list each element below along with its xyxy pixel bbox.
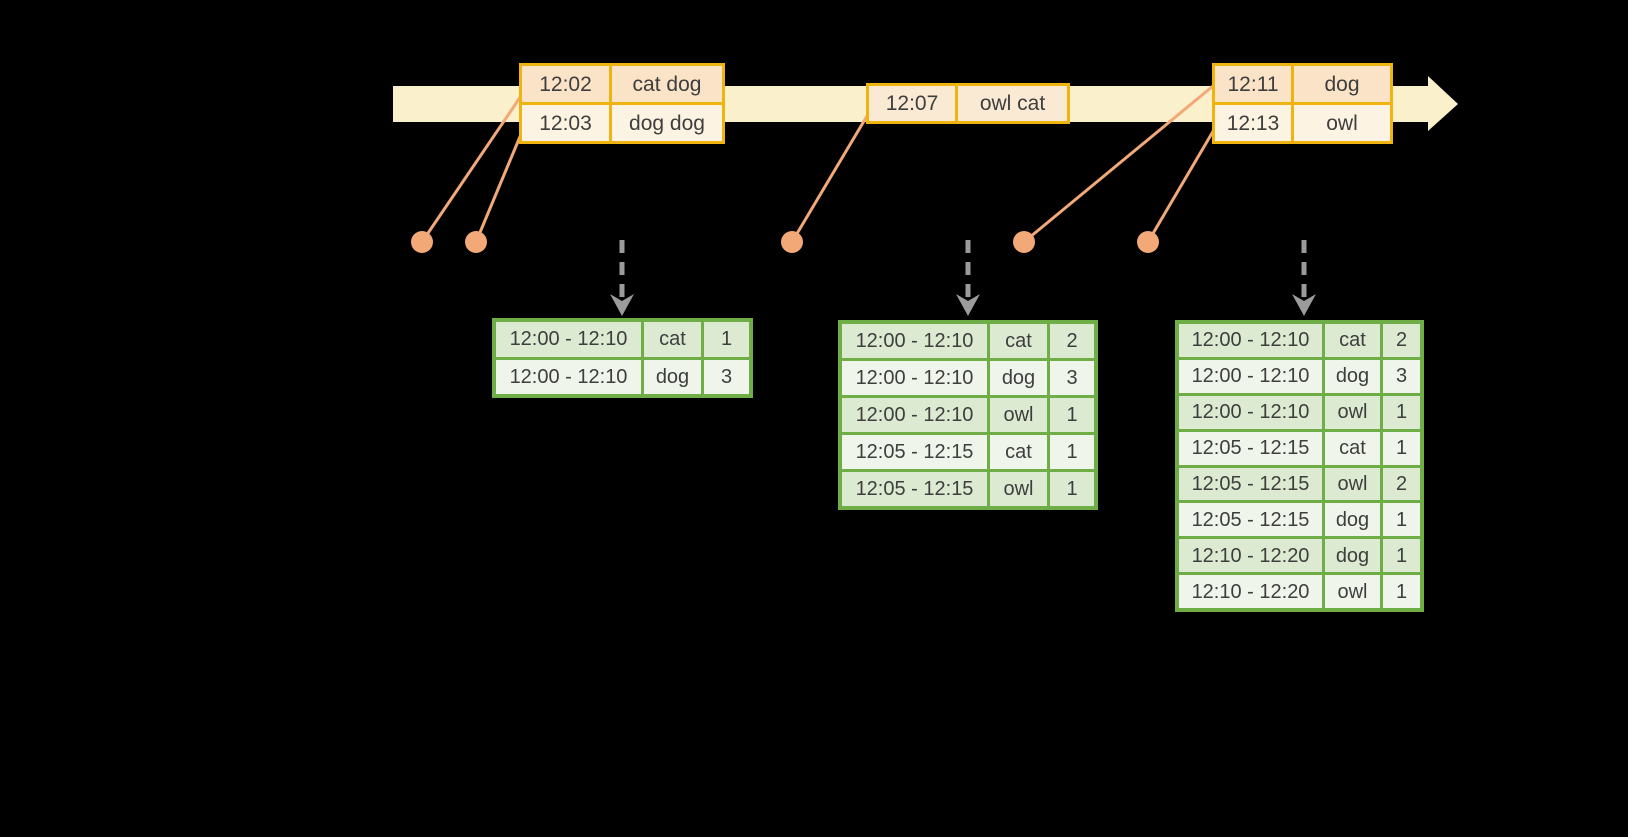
window-cell: 12:00 - 12:10 (842, 324, 987, 358)
count-cell: 3 (1383, 359, 1420, 393)
event-dot (1137, 231, 1159, 253)
window-cell: 12:00 - 12:10 (496, 322, 641, 357)
event-words: dog dog (612, 105, 722, 141)
word-cell: cat (990, 324, 1047, 358)
window-cell: 12:05 - 12:15 (842, 435, 987, 469)
word-cell: dog (1325, 503, 1380, 537)
event-words: owl cat (958, 86, 1067, 121)
word-cell: owl (1325, 467, 1380, 501)
arrow-down-icon (956, 294, 980, 316)
window-cell: 12:00 - 12:10 (1179, 359, 1322, 393)
word-cell: cat (1325, 324, 1380, 357)
word-cell: dog (1325, 539, 1380, 573)
arrow-down-icon (610, 294, 634, 316)
count-cell: 2 (1383, 467, 1420, 501)
window-cell: 12:00 - 12:10 (842, 361, 987, 395)
count-cell: 2 (1383, 324, 1420, 357)
event-dot (1013, 231, 1035, 253)
event-time: 12:02 (522, 66, 609, 102)
trigger-arrows (610, 240, 1316, 316)
event-connector-lines (420, 84, 1217, 244)
window-cell: 12:05 - 12:15 (1179, 503, 1322, 537)
event-words: owl (1294, 105, 1390, 141)
event-words: cat dog (612, 66, 722, 102)
result-table-1: 12:00 - 12:10 cat 1 12:00 - 12:10 dog 3 (492, 318, 753, 398)
count-cell: 1 (1050, 435, 1094, 469)
window-cell: 12:05 - 12:15 (1179, 431, 1322, 465)
word-cell: dog (990, 361, 1047, 395)
event-words: dog (1294, 66, 1390, 102)
word-cell: cat (1325, 431, 1380, 465)
count-cell: 1 (1383, 503, 1420, 537)
count-cell: 1 (1383, 539, 1420, 573)
window-cell: 12:00 - 12:10 (496, 359, 641, 394)
event-box-1202-1203: 12:02 cat dog 12:03 dog dog (519, 63, 725, 144)
word-cell: owl (1325, 395, 1380, 429)
event-box-1207: 12:07 owl cat (866, 83, 1070, 124)
window-cell: 12:00 - 12:10 (842, 398, 987, 432)
arrow-down-icon (1292, 294, 1316, 316)
count-cell: 3 (704, 359, 749, 394)
count-cell: 1 (1050, 472, 1094, 506)
result-table-2: 12:00 - 12:10 cat 2 12:00 - 12:10 dog 3 … (838, 320, 1098, 510)
count-cell: 3 (1050, 361, 1094, 395)
word-cell: dog (644, 359, 701, 394)
window-cell: 12:05 - 12:15 (1179, 467, 1322, 501)
window-cell: 12:10 - 12:20 (1179, 575, 1322, 608)
event-dot (465, 231, 487, 253)
connector-line (1023, 84, 1214, 244)
event-dot (411, 231, 433, 253)
word-cell: dog (1325, 359, 1380, 393)
event-time: 12:03 (522, 105, 609, 141)
count-cell: 1 (1050, 398, 1094, 432)
word-cell: owl (990, 472, 1047, 506)
window-cell: 12:10 - 12:20 (1179, 539, 1322, 573)
connector-line (1146, 127, 1217, 243)
result-table-3: 12:00 - 12:10 cat 2 12:00 - 12:10 dog 3 … (1175, 320, 1424, 612)
word-cell: owl (990, 398, 1047, 432)
count-cell: 1 (1383, 395, 1420, 429)
connector-line (790, 115, 869, 243)
word-cell: cat (990, 435, 1047, 469)
timeline-arrowhead-icon (1428, 76, 1458, 131)
count-cell: 2 (1050, 324, 1094, 358)
event-time: 12:07 (869, 86, 955, 121)
count-cell: 1 (1383, 431, 1420, 465)
connector-line (474, 126, 526, 243)
event-time: 12:13 (1215, 105, 1291, 141)
event-dot (781, 231, 803, 253)
event-time: 12:11 (1215, 66, 1291, 102)
event-dots (411, 231, 1159, 253)
window-cell: 12:05 - 12:15 (842, 472, 987, 506)
count-cell: 1 (1383, 575, 1420, 608)
count-cell: 1 (704, 322, 749, 357)
connector-line (420, 95, 523, 243)
event-box-1211-1213: 12:11 dog 12:13 owl (1212, 63, 1393, 144)
window-cell: 12:00 - 12:10 (1179, 395, 1322, 429)
window-cell: 12:00 - 12:10 (1179, 324, 1322, 357)
word-cell: cat (644, 322, 701, 357)
word-cell: owl (1325, 575, 1380, 608)
